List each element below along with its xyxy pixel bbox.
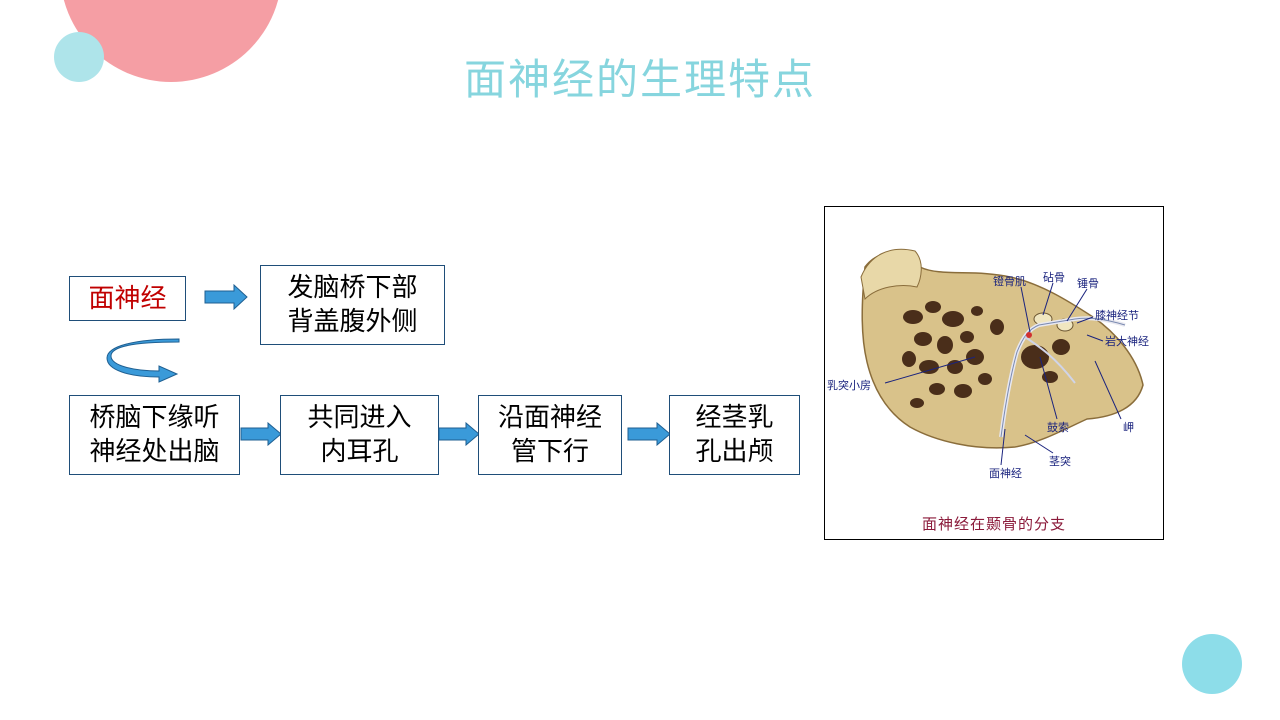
box-facial-canal-line2: 管下行 xyxy=(510,437,589,467)
arrow-right-2 xyxy=(240,422,282,446)
page-title: 面神经的生理特点 xyxy=(463,55,816,104)
figure-caption: 面神经在颞骨的分支 xyxy=(922,515,1066,533)
box-stylomastoid-line2: 孔出颅 xyxy=(695,437,774,467)
arrow-right-4 xyxy=(627,422,671,446)
deco-circle-cyan-small xyxy=(54,32,104,82)
label-stapedius: 镫骨肌 xyxy=(993,275,1026,288)
box-facial-canal: 沿面神经 管下行 xyxy=(478,395,622,475)
deco-circle-cyan-bottom xyxy=(1182,634,1242,694)
label-facial-nerve: 面神经 xyxy=(989,466,1022,480)
box-stylomastoid: 经茎乳 孔出颅 xyxy=(669,395,800,475)
label-promontory: 岬 xyxy=(1123,421,1134,434)
box-facial-canal-line1: 沿面神经 xyxy=(497,403,602,433)
label-malleus: 锤骨 xyxy=(1077,276,1099,290)
curved-arrow xyxy=(106,338,180,383)
box-stylomastoid-line1: 经茎乳 xyxy=(695,403,774,433)
arrow-right-3 xyxy=(438,422,480,446)
box-exit-brain: 桥脑下缘听 神经处出脑 xyxy=(69,395,240,475)
temporal-bone-illustration: 镫骨肌 砧骨 锤骨 膝神经节 岩大神经 乳突小房 鼓索 岬 茎突 面神经 面神经… xyxy=(827,248,1149,533)
geniculate-point xyxy=(1026,332,1032,338)
label-geniculate-ganglion: 膝神经节 xyxy=(1095,308,1139,322)
box-facial-nerve: 面神经 xyxy=(69,276,186,321)
label-styloid: 茎突 xyxy=(1049,454,1071,468)
label-chorda-tympani: 鼓索 xyxy=(1047,420,1069,434)
label-petrosal-nerve: 岩大神经 xyxy=(1105,334,1149,348)
leader-lines xyxy=(884,282,1122,466)
box-origin: 发脑桥下部 背盖腹外侧 xyxy=(260,265,445,345)
bone-upper-flap xyxy=(860,248,922,301)
box-internal-meatus-line1: 共同进入 xyxy=(307,403,412,433)
temporal-bone-figure: 镫骨肌 砧骨 锤骨 膝神经节 岩大神经 乳突小房 鼓索 岬 茎突 面神经 面神经… xyxy=(824,206,1164,540)
box-internal-meatus: 共同进入 内耳孔 xyxy=(280,395,439,475)
label-incus: 砧骨 xyxy=(1043,270,1065,284)
chorda-tympani-path xyxy=(1024,336,1076,384)
box-facial-nerve-label: 面神经 xyxy=(88,283,167,314)
arrow-right-1 xyxy=(204,284,248,310)
box-origin-line2: 背盖腹外侧 xyxy=(287,307,418,337)
box-exit-brain-line2: 神经处出脑 xyxy=(89,437,220,467)
box-exit-brain-line1: 桥脑下缘听 xyxy=(89,403,220,433)
box-origin-line1: 发脑桥下部 xyxy=(287,273,418,303)
label-mastoid-cells: 乳突小房 xyxy=(827,378,871,392)
facial-nerve-outline xyxy=(1000,317,1126,438)
box-internal-meatus-line2: 内耳孔 xyxy=(320,437,399,467)
